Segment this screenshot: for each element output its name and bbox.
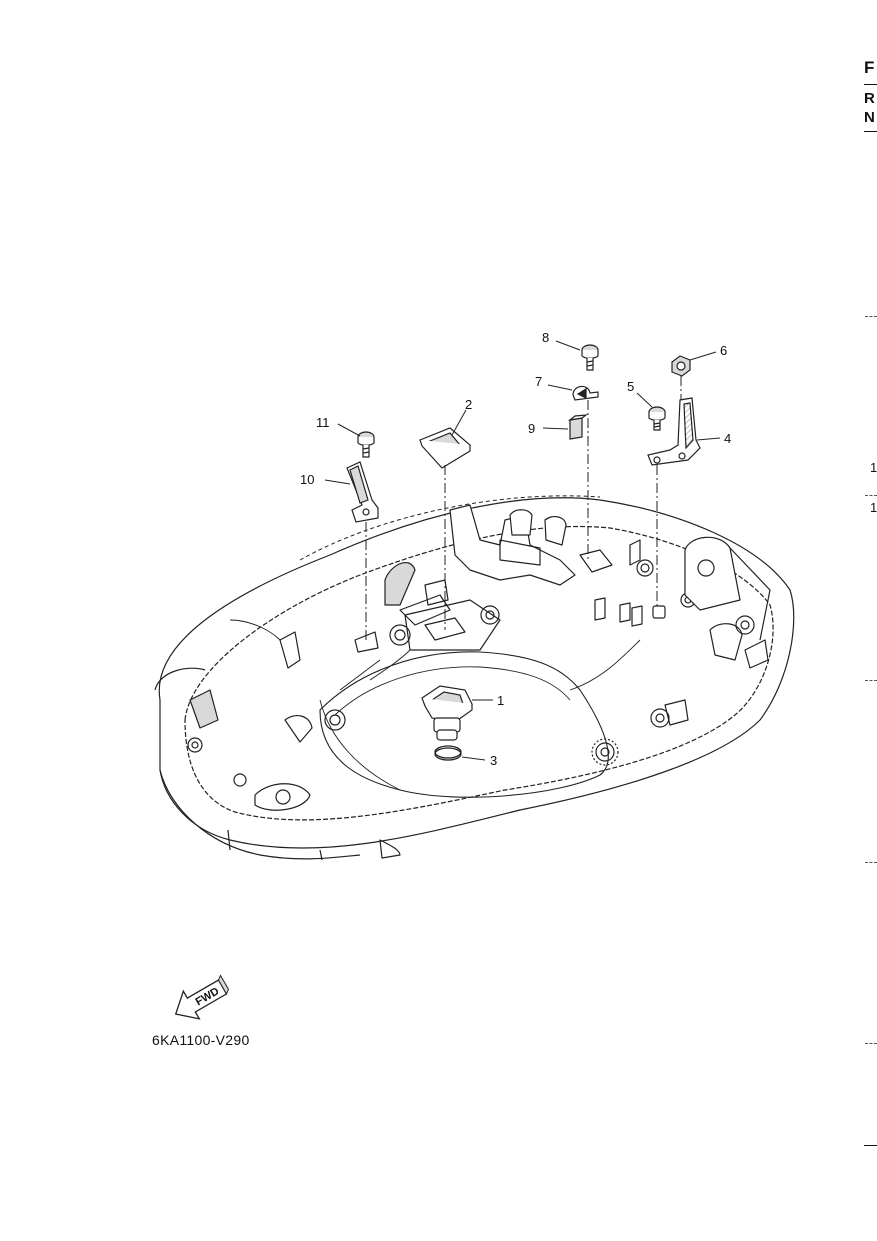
edge-dash-3 — [865, 680, 877, 681]
edge-dash-1 — [865, 316, 877, 317]
assembly-lines — [365, 376, 682, 640]
edge-rule-3 — [864, 1145, 877, 1146]
edge-letter-r: R — [864, 90, 875, 107]
part-11-bolt — [357, 431, 375, 458]
callout-1: 1 — [497, 693, 504, 708]
bottom-cowling — [154, 495, 795, 861]
edge-dash-4 — [865, 862, 877, 863]
edge-letter-n: N — [864, 109, 875, 126]
part-9-pad — [567, 414, 589, 440]
callout-2: 2 — [465, 397, 472, 412]
callout-6: 6 — [720, 343, 727, 358]
callout-8: 8 — [542, 330, 549, 345]
callout-4: 4 — [724, 431, 731, 446]
callout-5: 5 — [627, 379, 634, 394]
part-7-holder — [572, 385, 599, 401]
callout-3: 3 — [490, 753, 497, 768]
diagram-code: 6KA1100-V290 — [152, 1032, 250, 1048]
edge-rule-1 — [864, 84, 877, 85]
part-8-bolt — [581, 344, 599, 371]
part-2-grommet — [418, 427, 472, 469]
edge-num-a: 1 — [870, 460, 877, 475]
edge-dash-2 — [865, 495, 877, 496]
leader-lines — [324, 340, 721, 761]
callout-7: 7 — [535, 374, 542, 389]
part-10-plate — [346, 461, 379, 523]
edge-num-b: 1 — [870, 500, 877, 515]
callout-10: 10 — [300, 472, 314, 487]
edge-dash-5 — [865, 1043, 877, 1044]
part-3-clip — [434, 745, 462, 761]
callouts: 1 2 3 4 5 6 7 8 9 10 11 — [300, 330, 731, 768]
callout-11: 11 — [316, 415, 330, 430]
callout-9: 9 — [528, 421, 535, 436]
part-4-bracket — [647, 397, 701, 466]
fwd-arrow: FWD — [174, 974, 230, 1020]
edge-rule-2 — [864, 131, 877, 132]
part-6-nut — [671, 355, 691, 377]
part-5-bolt — [648, 406, 666, 431]
part-1-hose-grommet — [421, 685, 473, 741]
edge-letter-f: F — [864, 58, 875, 77]
